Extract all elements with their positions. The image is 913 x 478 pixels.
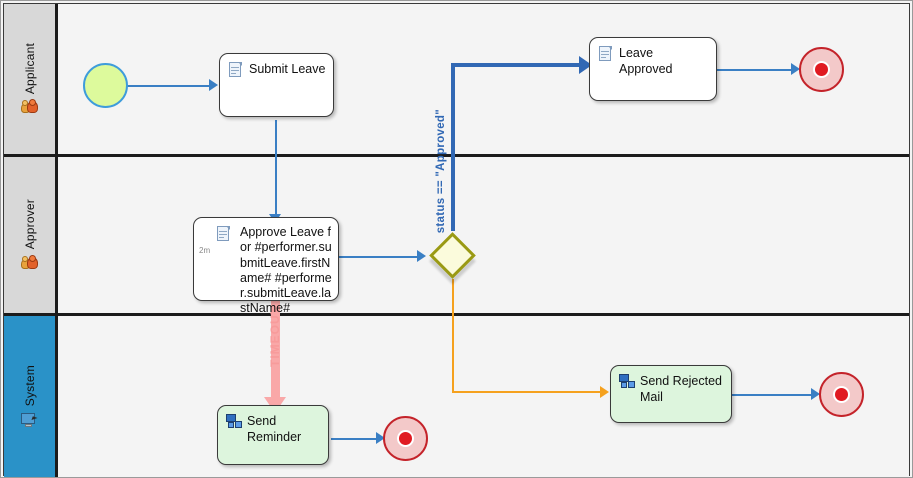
connector-approve-to-gateway (339, 256, 421, 258)
gateway-diamond (429, 232, 476, 279)
end-event-rejected[interactable] (819, 372, 864, 417)
document-icon (598, 46, 614, 62)
network-icon (619, 374, 635, 390)
edge-label-approved-condition: status == "Approved" (435, 109, 447, 234)
process-pool: Applicant Approver System (3, 3, 910, 477)
lane-header-applicant[interactable]: Applicant (4, 4, 58, 154)
document-icon (228, 62, 244, 78)
monitor-icon (20, 412, 39, 428)
connector-gateway-rejected-horizontal (452, 391, 604, 393)
document-icon (216, 226, 232, 242)
task-label-submit-leave: Submit Leave (249, 62, 326, 76)
end-event-approved[interactable] (799, 47, 844, 92)
start-event[interactable] (83, 63, 128, 108)
connector-gateway-approved-vertical (451, 63, 455, 231)
connector-leave-approved-to-end (717, 69, 793, 71)
task-send-reminder[interactable]: Send Reminder (217, 405, 329, 465)
task-timer-badge: 2m (199, 246, 211, 255)
arrowhead-leave-approved-to-end (791, 63, 800, 75)
lane-system[interactable]: System (4, 316, 909, 477)
task-label-approve-leave: Approve Leave for #performer.submitLeave… (240, 225, 332, 316)
task-leave-approved[interactable]: Leave Approved (589, 37, 717, 101)
lane-label-approver: Approver (22, 199, 37, 250)
lane-header-approver[interactable]: Approver (4, 157, 58, 313)
lane-applicant[interactable]: Applicant (4, 4, 909, 154)
lane-approver[interactable]: Approver (4, 157, 909, 313)
task-send-rejected-mail[interactable]: Send Rejected Mail (610, 365, 732, 423)
connector-start-to-submit (127, 85, 211, 87)
lane-label-applicant: Applicant (22, 42, 37, 95)
task-approve-leave[interactable]: 2m Approve Leave for #performer.submitLe… (193, 217, 339, 315)
exclusive-gateway[interactable] (429, 232, 476, 285)
lane-label-system: System (22, 365, 37, 407)
connector-gateway-approved-horizontal (451, 63, 583, 67)
people-icon (20, 99, 39, 115)
end-event-reminder[interactable] (383, 416, 428, 461)
network-icon (226, 414, 242, 430)
end-event-dot (813, 61, 830, 78)
connector-timeout (271, 301, 280, 405)
lane-divider-1 (4, 154, 909, 157)
connector-submit-to-approve (275, 120, 277, 220)
lane-divider-2 (4, 313, 909, 316)
arrowhead-approve-to-gateway (417, 250, 426, 262)
task-label-leave-approved: Leave Approved (619, 46, 673, 76)
connector-gateway-rejected-vertical (452, 279, 454, 392)
connector-send-reminder-to-end (331, 438, 379, 440)
arrowhead-start-to-submit (209, 79, 218, 91)
arrowhead-gateway-to-send-rejected (600, 386, 609, 398)
people-icon (20, 254, 39, 271)
task-label-send-rejected-mail: Send Rejected Mail (640, 374, 723, 404)
arrowhead-send-reminder-to-end (376, 432, 385, 444)
connector-send-rejected-to-end (731, 394, 813, 396)
end-event-dot (397, 430, 414, 447)
arrowhead-send-rejected-to-end (811, 388, 820, 400)
task-submit-leave[interactable]: Submit Leave (219, 53, 334, 117)
end-event-dot (833, 386, 850, 403)
arrowhead-gateway-to-leave-approved (579, 56, 592, 74)
lane-header-system[interactable]: System (4, 316, 58, 477)
task-label-send-reminder: Send Reminder (247, 414, 302, 444)
